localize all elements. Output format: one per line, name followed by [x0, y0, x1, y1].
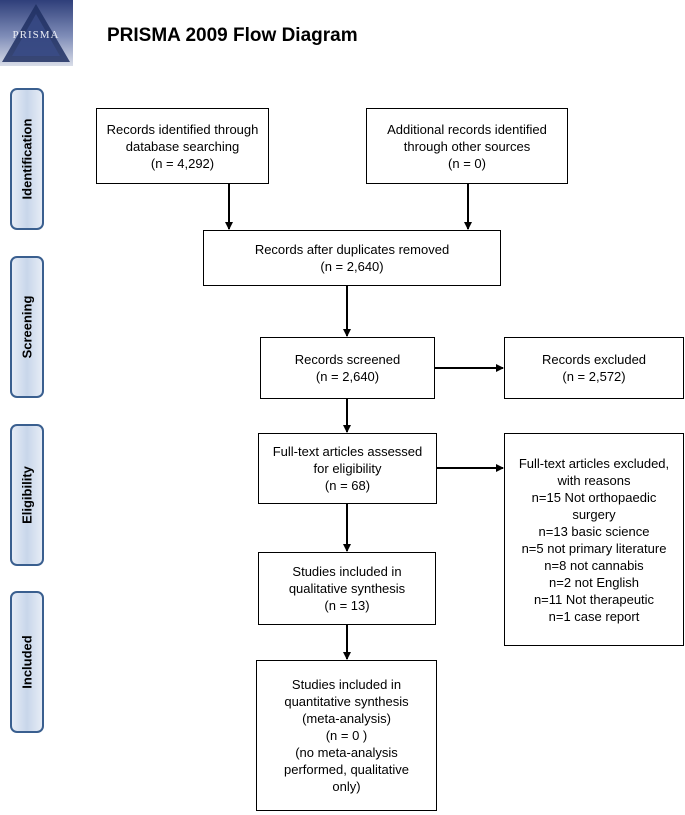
- box-text-line: n=11 Not therapeutic: [533, 591, 655, 607]
- box-text-line: with reasons: [557, 472, 631, 488]
- box-text-line: Records screened: [294, 352, 401, 367]
- stage-screening: Screening: [10, 256, 44, 398]
- box-text-line: only): [332, 779, 361, 794]
- box-text-line: performed, qualitative: [283, 762, 409, 777]
- box-text-line: surgery: [572, 506, 616, 522]
- stage-eligibility: Eligibility: [10, 424, 44, 566]
- box-records-excluded: Records excluded (n = 2,572): [504, 337, 684, 399]
- box-text-line: (n = 2,640): [315, 369, 380, 384]
- box-text-line: Full-text articles assessed: [272, 444, 423, 459]
- box-fulltext-excluded: Full-text articles excluded,with reasons…: [504, 433, 684, 646]
- box-text-line: Studies included in: [292, 564, 402, 579]
- box-records-screened: Records screened (n = 2,640): [260, 337, 435, 399]
- stage-included: Included: [10, 591, 44, 733]
- box-text-line: Full-text articles excluded,: [518, 455, 670, 471]
- page-title: PRISMA 2009 Flow Diagram: [107, 25, 358, 46]
- svg-text:PRISMA: PRISMA: [13, 29, 60, 41]
- box-text-line: database searching: [125, 138, 240, 154]
- box-text-line: (n = 0 ): [325, 728, 368, 743]
- box-text-line: n=5 not primary literature: [521, 540, 667, 556]
- box-text-line: (n = 2,572): [562, 369, 626, 384]
- box-text-line: Records excluded: [541, 352, 647, 367]
- box-text-line: (meta-analysis): [302, 711, 391, 726]
- box-text-line: Records identified through: [106, 121, 259, 137]
- box-text-line: qualitative synthesis: [288, 581, 406, 596]
- box-duplicates-removed: Records after duplicates removed (n = 2,6…: [203, 230, 501, 286]
- box-text-line: (no meta-analysis: [295, 745, 398, 760]
- box-text-line: n=15 Not orthopaedic: [531, 489, 657, 505]
- box-text-line: (n = 68): [324, 478, 371, 493]
- box-text-line: n=8 not cannabis: [544, 557, 644, 573]
- box-text-line: n=13 basic science: [538, 523, 650, 539]
- box-text-line: (n = 2,640): [320, 259, 384, 274]
- box-text-line: (n = 4,292): [150, 155, 215, 171]
- box-fulltext-assessed: Full-text articles assessed for eligibili…: [258, 433, 437, 504]
- box-text-line: Records after duplicates removed: [254, 242, 450, 257]
- box-text-line: n=1 case report: [548, 608, 640, 624]
- box-quantitative-synthesis: Studies included in quantitative synthesi…: [256, 660, 437, 811]
- box-text-line: (n = 13): [324, 598, 370, 613]
- box-text-line: through other sources: [403, 138, 531, 154]
- box-text-line: n=2 not English: [549, 574, 639, 590]
- box-text-line: for eligibility: [313, 461, 382, 476]
- prisma-logo: PRISMA: [0, 0, 73, 66]
- stage-identification: Identification: [10, 88, 44, 230]
- box-text-line: quantitative synthesis: [284, 694, 409, 709]
- box-qualitative-synthesis: Studies included in qualitative synthesis…: [258, 552, 436, 625]
- box-text-line: (n = 0): [448, 155, 486, 171]
- box-text-line: Studies included in: [291, 677, 402, 692]
- box-text-line: Additional records identified: [387, 121, 547, 137]
